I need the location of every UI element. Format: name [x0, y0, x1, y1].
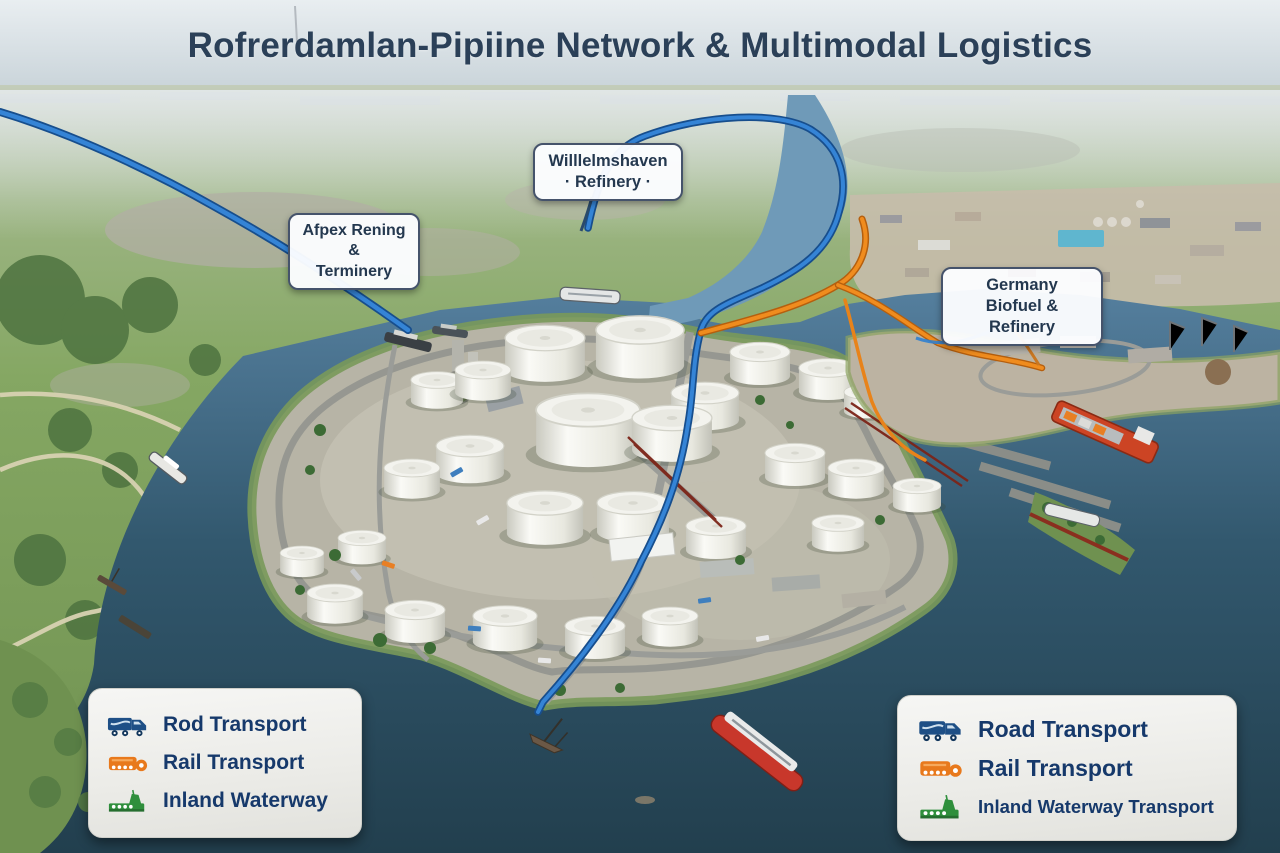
- legend-item-rail: Rail Transport: [107, 749, 343, 778]
- callout-line: Terminery: [315, 262, 393, 280]
- legend-item-road: Road Transport: [918, 714, 1216, 745]
- page-title: Rofrerdamlan-Pipiine Network & Multimoda…: [187, 26, 1093, 65]
- legend-label: Inland Waterway Transport: [978, 796, 1214, 817]
- truck-icon: [107, 711, 149, 740]
- legend-label: Rod Transport: [163, 713, 307, 736]
- legend-item-waterway: Inland Waterway: [107, 787, 343, 816]
- callout-line: Willlelmshaven: [548, 152, 668, 170]
- callout-line: Biofuel & Refinery: [985, 297, 1059, 337]
- barge-icon: [107, 787, 149, 816]
- legend-label: Road Transport: [978, 715, 1148, 742]
- truck-icon: [918, 714, 964, 745]
- legend-label: Rail Transport: [978, 754, 1133, 781]
- legend-item-waterway: Inland Waterway Transport: [918, 792, 1216, 823]
- barge-icon: [918, 792, 964, 823]
- callout-line: · Refinery ·: [564, 173, 652, 192]
- callout-line: Afpex Rening &: [302, 222, 406, 260]
- callout-afpex-terminal: Afpex Rening & Terminery: [288, 213, 420, 291]
- legend-right: Road Transport Rail Transport: [897, 695, 1237, 841]
- legend-item-rail: Rail Transport: [918, 753, 1216, 784]
- callout-germany-refinery: Germany Biofuel & Refinery: [941, 267, 1103, 347]
- legend-label: Rail Transport: [163, 751, 305, 774]
- callout-willelmshaven-refinery: Willlelmshaven · Refinery ·: [533, 143, 683, 202]
- legend-item-road: Rod Transport: [107, 711, 343, 740]
- train-icon: [107, 749, 149, 778]
- legend-left: Rod Transport Rail Transport: [88, 688, 362, 838]
- callout-line: Germany: [986, 276, 1058, 294]
- legend-label: Inland Waterway: [163, 789, 328, 812]
- train-icon: [918, 753, 964, 784]
